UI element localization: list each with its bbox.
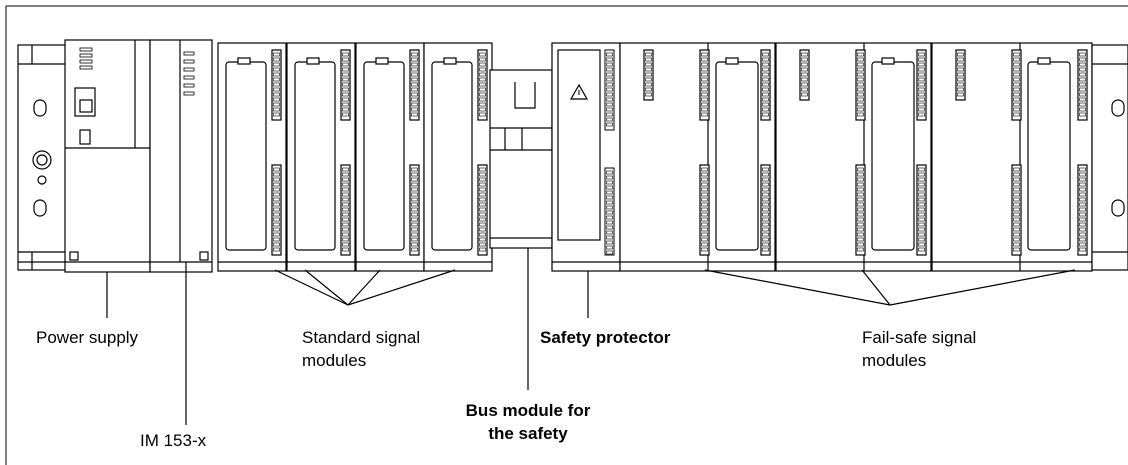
standard-signal-modules [218,43,492,271]
mounting-rail-right [1092,45,1128,270]
bus-module [490,70,552,248]
power-supply-module [65,40,150,272]
label-failsafe-line1: Fail-safe signal [862,327,976,348]
label-im153: IM 153-x [140,430,206,451]
label-safety-protector: Safety protector [540,327,670,348]
label-failsafe-line2: modules [862,350,926,371]
failsafe-signal-modules [620,43,1092,271]
signal-module [424,43,492,271]
im153-module [150,40,212,272]
failsafe-module [932,43,1092,271]
failsafe-module [776,43,931,271]
signal-module [218,43,286,271]
mounting-rail-left [18,45,68,270]
label-bus-line1: Bus module for [418,400,638,421]
label-power-supply: Power supply [36,327,138,348]
failsafe-module [620,43,775,271]
label-standard-line1: Standard signal [302,327,420,348]
label-standard-line2: modules [302,350,366,371]
signal-module [287,43,355,271]
label-bus-line2: the safety [418,423,638,444]
signal-module [356,43,424,271]
